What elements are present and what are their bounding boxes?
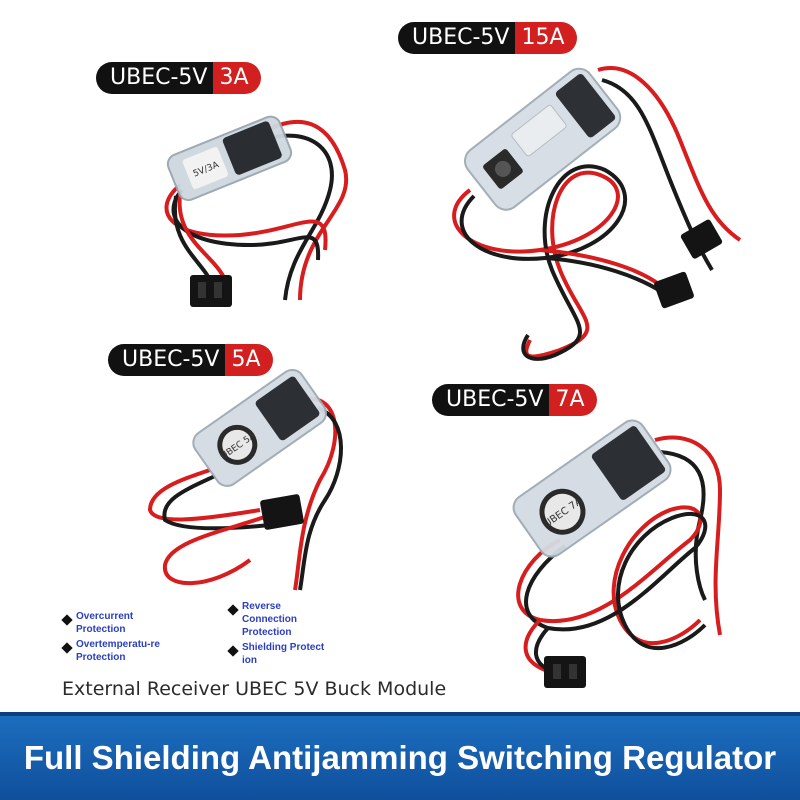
badge-3a-amp: 3A: [213, 62, 261, 94]
feature-overcurrent: Overcurrent Protection: [61, 610, 162, 636]
feature-list: Overcurrent Protection Overtemperatu-re …: [61, 600, 362, 670]
bottom-banner: [0, 712, 800, 800]
diamond-bullet-icon: [227, 604, 239, 616]
badge-7a-amp: 7A: [549, 384, 597, 416]
badge-5a-name: UBEC-5V: [108, 344, 226, 376]
diamond-bullet-icon: [227, 645, 239, 657]
banner-title: Full Shielding Antijamming Switching Reg…: [23, 739, 777, 776]
diamond-bullet-icon: [61, 642, 73, 654]
badge-7a-name: UBEC-5V: [432, 384, 550, 416]
ubec-7a-module: UBEC 7A: [512, 419, 723, 688]
feature-overtemperature: Overtemperatu-re Protection: [61, 638, 172, 664]
badge-5a-amp: 5A: [225, 344, 273, 376]
ubec-5a-module: UBEC 5A: [147, 368, 343, 591]
badge-3a-name: UBEC-5V: [96, 62, 214, 94]
diamond-bullet-icon: [61, 614, 73, 626]
feature-shielding: Shielding Protect ion: [227, 641, 328, 667]
ubec-3a-module: 5V/3A: [164, 115, 349, 307]
product-subtitle: External Receiver UBEC 5V Buck Module: [62, 678, 447, 700]
ubec-15a-module: [452, 66, 742, 361]
badge-15a-name: UBEC-5V: [398, 22, 516, 54]
badge-15a-amp: 15A: [515, 22, 577, 54]
feature-reverse-connection: Reverse Connection Protection: [227, 600, 328, 639]
